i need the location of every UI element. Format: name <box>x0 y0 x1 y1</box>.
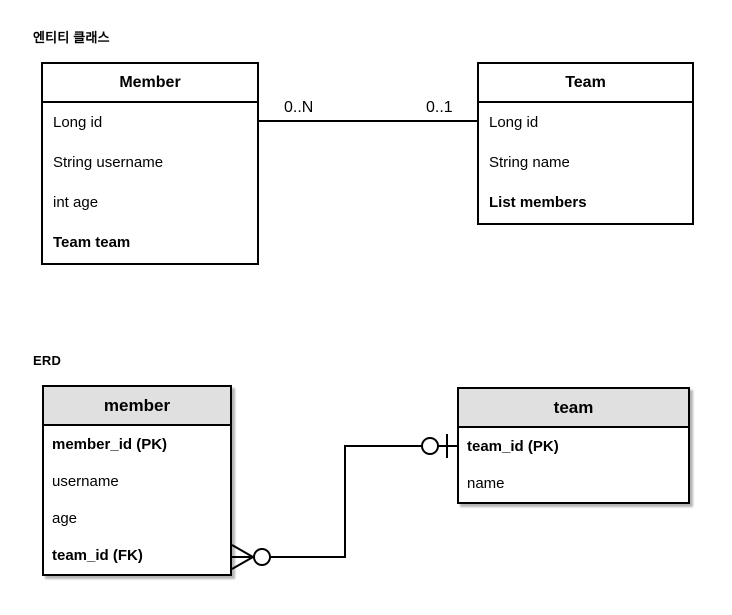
erd-column: name <box>467 475 505 492</box>
erd-column: username <box>52 473 119 490</box>
erd-column: member_id (PK) <box>52 436 168 453</box>
class-field: Team team <box>53 234 131 251</box>
class-box-member-title: Member <box>43 64 257 103</box>
class-field: Long id <box>53 114 103 131</box>
class-field: List members <box>489 194 587 211</box>
class-field: String name <box>489 154 570 171</box>
erd-table-team: team team_id (PK) name <box>457 387 690 504</box>
class-field: String username <box>53 154 164 171</box>
cardinality-label-source: 0..N <box>284 99 314 116</box>
cardinality-label-target: 0..1 <box>426 99 453 116</box>
class-box-team-title: Team <box>479 64 692 103</box>
erd-table-member-title: member <box>44 387 230 426</box>
class-field: Long id <box>489 114 539 131</box>
crow-foot-many-icon <box>231 544 254 570</box>
erd-table-member: member member_id (PK) username age team_… <box>42 385 232 576</box>
erd-table-team-title: team <box>459 389 688 428</box>
erd-column: team_id (PK) <box>467 438 559 455</box>
class-section-title: 엔티티 클래스 <box>33 30 110 45</box>
zero-circle-icon <box>421 437 439 455</box>
class-box-member: Member Long id String username int age T… <box>41 62 259 265</box>
erd-column: age <box>52 510 78 527</box>
class-box-team: Team Long id String name List members <box>477 62 694 225</box>
zero-circle-icon <box>253 548 271 566</box>
erd-relation-line <box>231 434 457 570</box>
class-field: int age <box>53 194 99 211</box>
erd-section-title: ERD <box>33 353 62 368</box>
erd-relation-path <box>270 445 422 558</box>
erd-column: team_id (FK) <box>52 547 143 564</box>
